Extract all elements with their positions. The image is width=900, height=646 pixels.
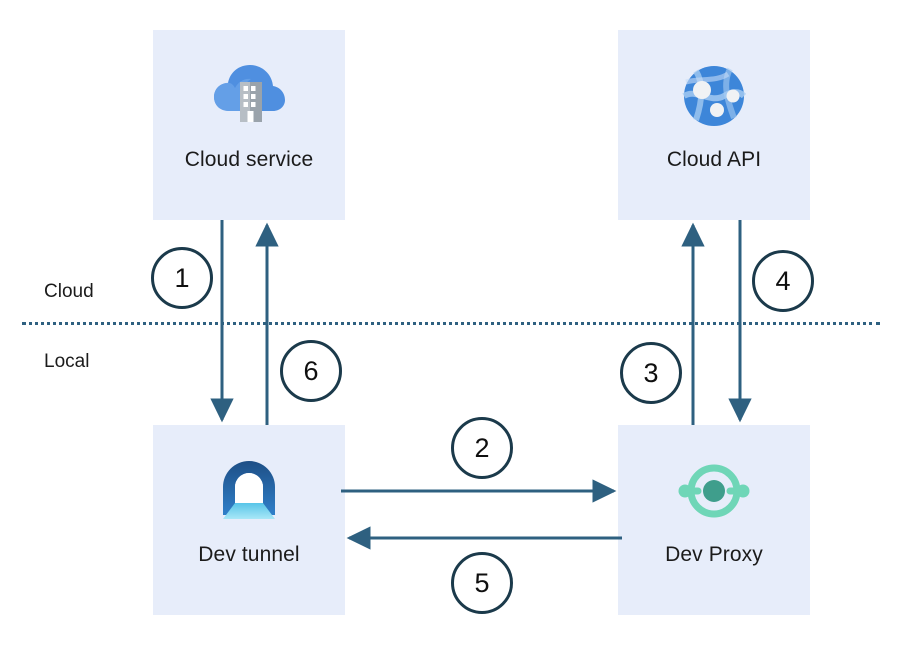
step-badge-5: 5 xyxy=(451,552,513,614)
globe-network-icon xyxy=(682,66,747,126)
node-label-dev-tunnel: Dev tunnel xyxy=(198,543,300,566)
node-dev-tunnel[interactable]: Dev tunnel xyxy=(153,425,345,615)
cloud-local-divider xyxy=(22,322,880,325)
step-badge-1: 1 xyxy=(151,247,213,309)
step-badge-6: 6 xyxy=(280,340,342,402)
node-label-cloud-service: Cloud service xyxy=(184,148,314,171)
cloud-building-icon xyxy=(214,65,285,122)
zone-label-cloud: Cloud xyxy=(44,281,94,302)
node-label-dev-proxy: Dev Proxy xyxy=(665,543,763,566)
dev-proxy-node-icon xyxy=(678,464,750,518)
node-label-cloud-api: Cloud API xyxy=(666,148,762,171)
node-cloud-api[interactable]: Cloud API xyxy=(618,30,810,220)
step-badge-2: 2 xyxy=(451,417,513,479)
tunnel-icon xyxy=(223,461,275,519)
step-badge-3: 3 xyxy=(620,342,682,404)
step-badge-4: 4 xyxy=(752,250,814,312)
zone-label-local: Local xyxy=(44,351,90,372)
node-dev-proxy[interactable]: Dev Proxy xyxy=(618,425,810,615)
node-cloud-service[interactable]: Cloud service xyxy=(153,30,345,220)
